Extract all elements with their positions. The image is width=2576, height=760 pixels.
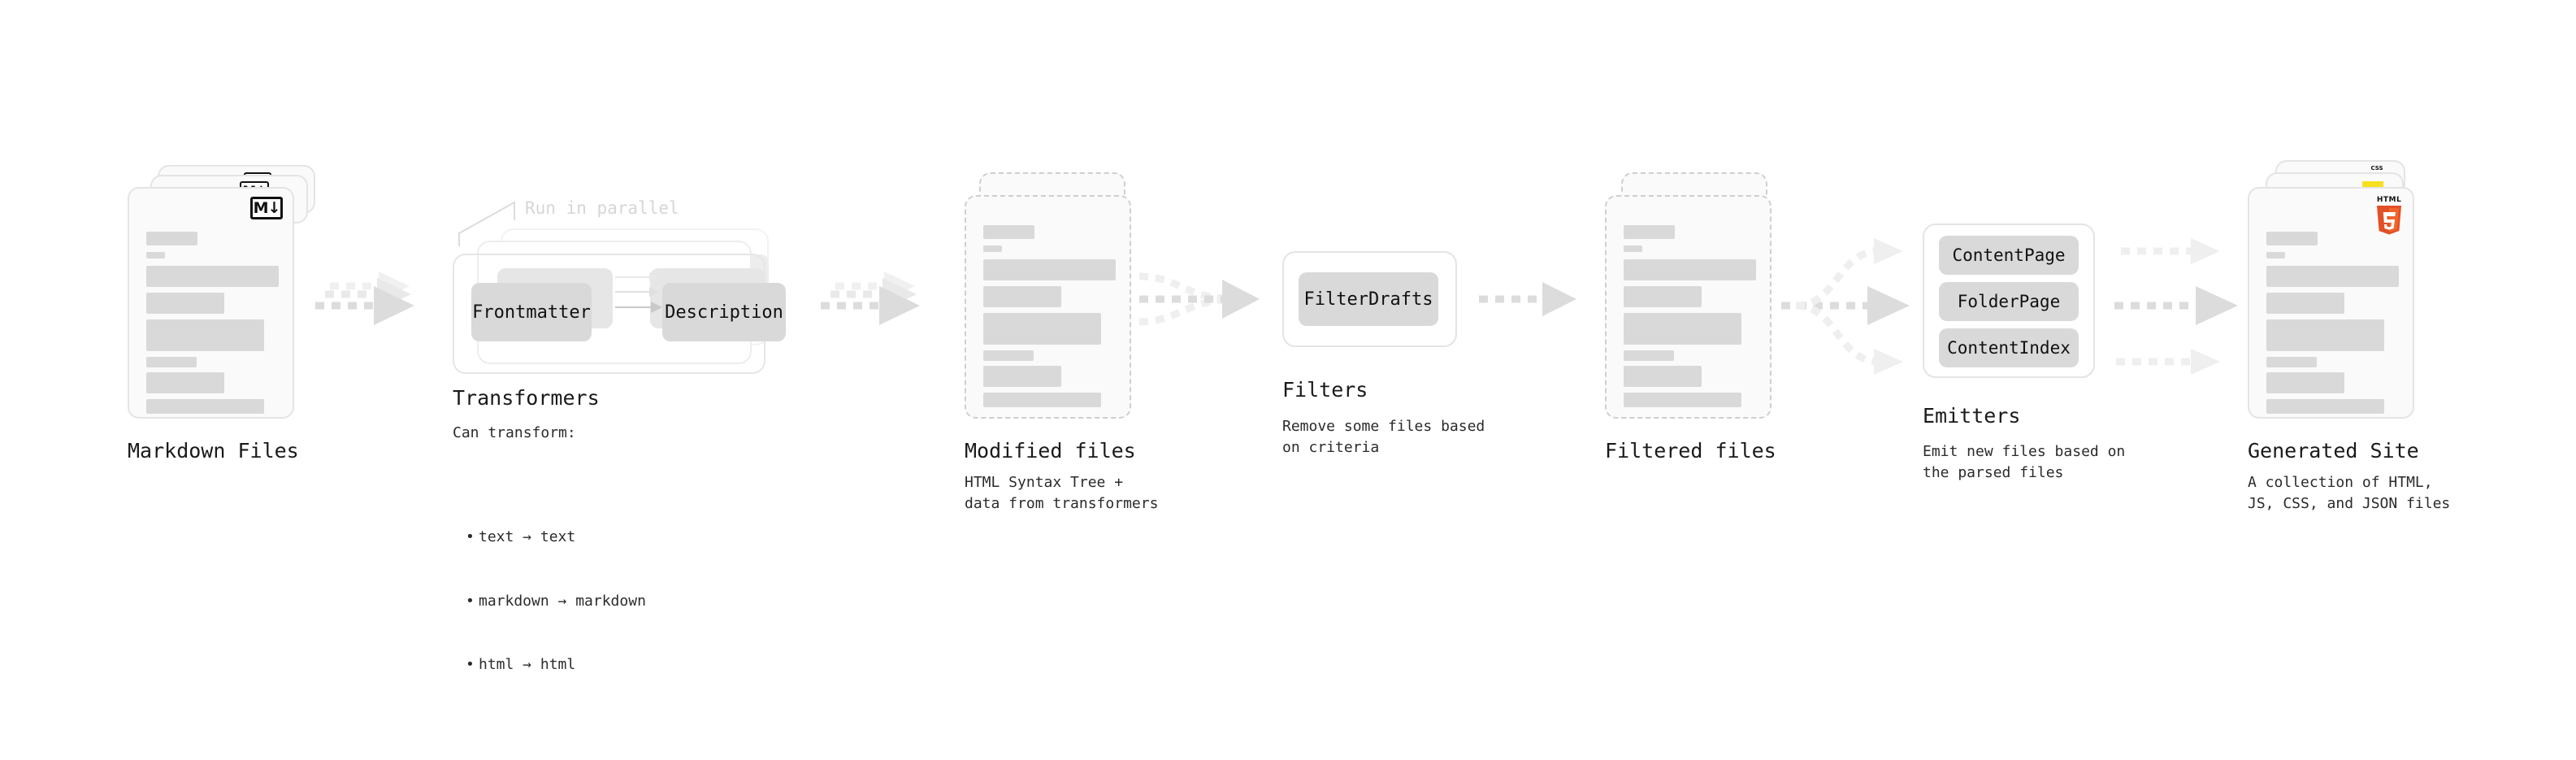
skeleton-line: [983, 286, 1061, 307]
connector-emitters-to-site: [2113, 230, 2259, 380]
skeleton-line: [146, 399, 264, 414]
connector-filtered-to-emitters: [1780, 230, 1926, 380]
markdown-card-front: M↓: [128, 187, 294, 419]
html5-icon: HTML: [2375, 197, 2403, 237]
skeleton-line: [146, 357, 197, 367]
emitter-pill-contentpage[interactable]: ContentPage: [1939, 236, 2079, 275]
stage-title-transformers: Transformers: [453, 386, 600, 410]
skeleton-line: [983, 350, 1034, 361]
emitter-pill-contentindex[interactable]: ContentIndex: [1939, 328, 2079, 367]
skeleton-line: [1624, 366, 1702, 387]
stage-title-filtered-files: Filtered files: [1605, 439, 1776, 463]
skeleton-line: [2266, 399, 2384, 414]
skeleton-line: [2266, 357, 2317, 367]
skeleton-line: [146, 266, 279, 287]
generated-site-subtitle: A collection of HTML, JS, CSS, and JSON …: [2248, 474, 2451, 513]
connector-transformers-to-modified: [813, 268, 943, 350]
css-icon-label: CSS: [2370, 165, 2383, 172]
transformer-pill-description[interactable]: Description: [662, 283, 786, 341]
skeleton-line: [1624, 286, 1702, 307]
skeleton-line: [983, 259, 1116, 280]
list-item: markdown → markdown: [466, 591, 646, 612]
skeleton-line: [1624, 393, 1741, 407]
skeleton-line: [146, 293, 224, 314]
skeleton-line: [1624, 245, 1642, 252]
skeleton-line: [1624, 350, 1674, 361]
skeleton-line: [2266, 252, 2285, 258]
pipeline-diagram: M↓ M↓ M↓ Markdown Files: [0, 0, 2576, 681]
html5-icon-label: HTML: [2376, 196, 2402, 204]
filters-subtitle: Remove some files based on criteria: [1282, 418, 1485, 457]
transformers-subtitle: Can transform:: [453, 424, 576, 441]
connector-filters-to-filtered: [1477, 280, 1591, 329]
skeleton-line: [2266, 372, 2344, 393]
skeleton-line: [983, 393, 1101, 407]
emitter-pill-folderpage[interactable]: FolderPage: [1939, 282, 2079, 321]
filtered-card-front: [1605, 195, 1772, 419]
run-in-parallel-bracket: [458, 199, 555, 248]
transformer-inner-arrows: [615, 270, 696, 327]
skeleton-line: [2266, 266, 2399, 287]
transformer-pill-frontmatter[interactable]: Frontmatter: [471, 283, 592, 341]
transformers-bullet-list: text → text markdown → markdown html → h…: [466, 442, 646, 760]
skeleton-line: [2266, 319, 2384, 351]
skeleton-line: [2266, 293, 2344, 314]
skeleton-line: [146, 319, 264, 351]
transform-list: text → text markdown → markdown html → h…: [466, 484, 646, 718]
connector-modified-to-filters: [1138, 262, 1276, 351]
filter-pill-filterdrafts[interactable]: FilterDrafts: [1299, 272, 1438, 326]
skeleton-line: [983, 245, 1002, 252]
emitters-subtitle: Emit new files based on the parsed files: [1923, 443, 2126, 482]
run-in-parallel-label: Run in parallel: [525, 198, 679, 218]
stage-title-markdown-files: Markdown Files: [128, 439, 299, 463]
skeleton-line: [1624, 313, 1741, 345]
stage-title-emitters: Emitters: [1923, 404, 2021, 428]
skeleton-line: [146, 372, 224, 393]
skeleton-line: [146, 232, 197, 245]
list-item: html → html: [466, 654, 646, 675]
list-item: text → text: [466, 527, 646, 548]
modified-files-subtitle: HTML Syntax Tree + data from transformer…: [965, 474, 1159, 513]
skeleton-line: [146, 252, 165, 258]
markdown-icon: M↓: [250, 197, 283, 219]
stage-title-modified-files: Modified files: [965, 439, 1136, 463]
skeleton-line: [2266, 232, 2318, 245]
connector-md-to-transformers: [307, 268, 437, 350]
skeleton-line: [983, 313, 1101, 345]
skeleton-line: [1624, 259, 1756, 280]
stage-title-generated-site: Generated Site: [2248, 439, 2419, 463]
site-card-front: HTML: [2248, 187, 2414, 419]
skeleton-line: [1624, 225, 1675, 239]
skeleton-line: [983, 225, 1034, 239]
stage-title-filters: Filters: [1282, 378, 1368, 402]
skeleton-line: [983, 366, 1061, 387]
modified-card-front: [965, 195, 1131, 419]
